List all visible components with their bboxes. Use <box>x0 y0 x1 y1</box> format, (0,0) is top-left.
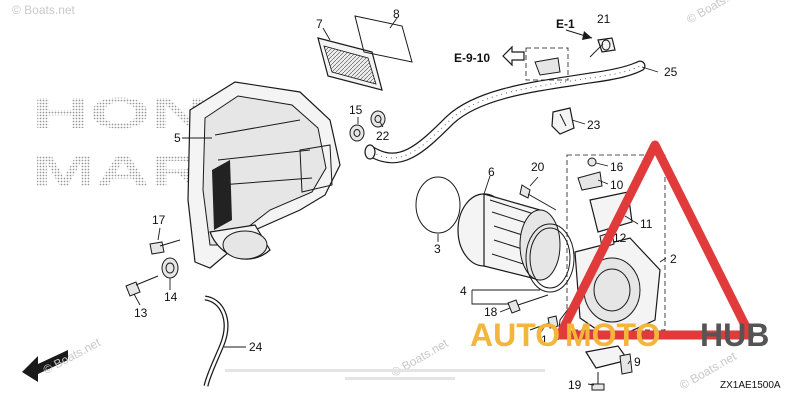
callout-9: 9 <box>634 355 641 369</box>
callout-23: 23 <box>587 118 601 132</box>
callout-2: 2 <box>670 252 677 266</box>
hose-clip-21 <box>597 37 616 53</box>
grommet-22 <box>370 110 386 128</box>
callout-25: 25 <box>664 65 678 79</box>
screw-19 <box>591 372 605 391</box>
callout-6: 6 <box>488 165 495 179</box>
callout-13: 13 <box>134 306 148 320</box>
band-4 <box>525 223 575 293</box>
corner-watermark-tl: © Boats.net <box>12 3 76 17</box>
callout-8: 8 <box>393 7 400 21</box>
callout-4: 4 <box>460 284 467 298</box>
bolt-17 <box>149 239 181 255</box>
bolt-13 <box>125 275 159 297</box>
bottom-left-watermark: © Boats.net <box>41 335 104 377</box>
callout-14: 14 <box>164 290 178 304</box>
callout-16: 16 <box>610 160 624 174</box>
callout-1: 1 <box>541 333 548 347</box>
bolt-18 <box>507 294 549 314</box>
callout-18: 18 <box>484 305 498 319</box>
callout-21: 21 <box>597 12 611 26</box>
callout-10: 10 <box>610 178 624 192</box>
callout-17: 17 <box>152 213 166 227</box>
callout-19: 19 <box>568 378 582 392</box>
reference-e910: E-9-10 <box>454 51 490 65</box>
callout-15: 15 <box>349 103 363 117</box>
callout-3: 3 <box>434 242 441 256</box>
callout-11: 11 <box>640 217 653 231</box>
callout-22: 22 <box>376 129 390 143</box>
automotohub-logo: AUTO MOTO HUB <box>470 140 769 353</box>
e910-reference-arrow-icon <box>502 45 525 67</box>
diagram-code: ZX1AE1500A <box>720 380 781 391</box>
logo-text-auto: AUTO <box>470 317 560 353</box>
intake-joint-6 <box>457 193 561 281</box>
bolt-1 <box>529 315 559 331</box>
front-arrow-icon <box>22 350 68 382</box>
drain-tube-24-fill <box>204 296 228 387</box>
center-watermark: © Boats.net <box>389 336 451 380</box>
leader-lines <box>133 17 667 386</box>
callout-24: 24 <box>249 340 263 354</box>
legal-text-strip <box>225 369 545 372</box>
bracket-reference-e910 <box>525 47 569 81</box>
grommet-14 <box>161 257 179 279</box>
callout-labels: 5 7 8 15 22 21 25 23 20 16 10 11 12 2 6 … <box>134 7 678 392</box>
callout-12: 12 <box>613 231 627 245</box>
breather-hose-end <box>364 144 376 160</box>
e1-reference-arrow-icon <box>565 29 593 40</box>
air-filter-element <box>317 37 383 91</box>
legal-text-strip-2 <box>345 377 455 380</box>
filter-gasket <box>354 15 413 63</box>
callout-5: 5 <box>174 131 181 145</box>
callout-7: 7 <box>316 17 323 31</box>
intake-silencer-case <box>187 81 341 269</box>
o-ring-3 <box>415 176 461 234</box>
breather-hose-fill <box>367 61 645 163</box>
logo-triangle-icon <box>555 140 755 340</box>
bracket-9 <box>585 345 633 375</box>
corner-watermark-tr: © Boats.net <box>684 0 746 27</box>
clip-23 <box>551 107 575 135</box>
reference-e1: E-1 <box>556 17 575 31</box>
grommet-15 <box>349 124 365 142</box>
callout-20: 20 <box>531 160 545 174</box>
logo-text-moto: MOTO <box>565 317 660 353</box>
bolt-20 <box>519 184 557 211</box>
logo-text-hub: HUB <box>700 317 769 353</box>
